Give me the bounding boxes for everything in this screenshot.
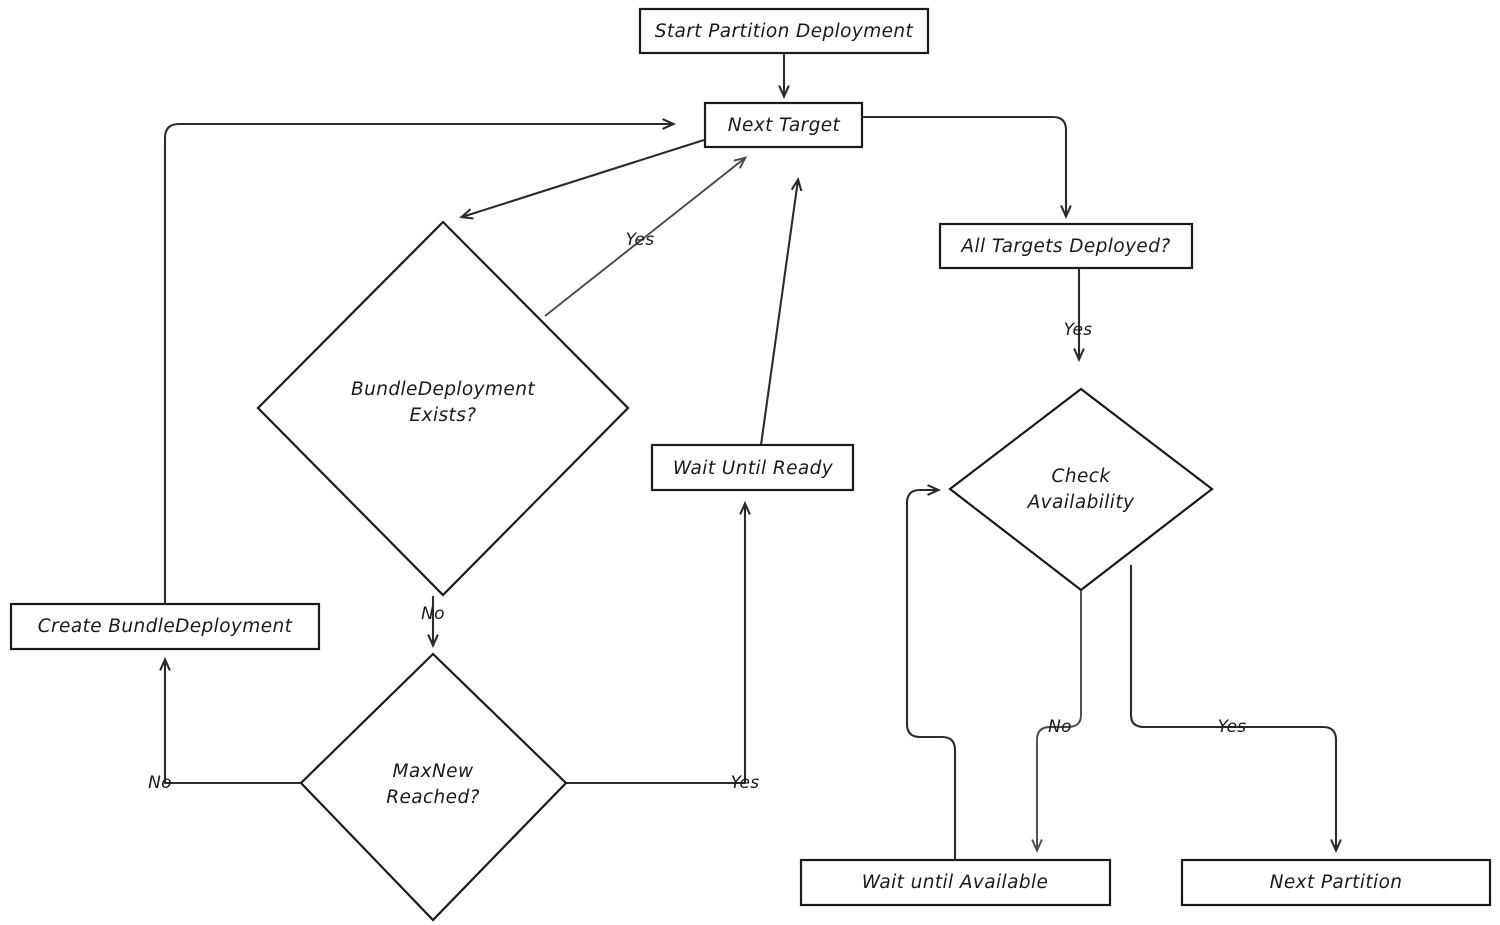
- node-label-line1: MaxNew: [393, 761, 474, 782]
- node-shape-box: [938, 222, 1194, 270]
- node-label-line1: Check: [1052, 466, 1112, 487]
- node-check-availability[interactable]: Check Availability: [948, 387, 1214, 592]
- edge-label-yes-bundledeployment: Yes: [626, 230, 655, 250]
- edge-create-bundledeployment-to-next-target: [163, 124, 673, 604]
- edge-wait-until-available-to-check-availability: [905, 490, 957, 860]
- edge-check-availability-no-to-wait-until-available: No: [1037, 590, 1082, 850]
- edge-bundledeployment-exists-yes-to-next-target: Yes: [544, 158, 745, 317]
- edge-line: [863, 115, 1066, 216]
- node-label: Next Target: [728, 115, 841, 136]
- edge-line: [163, 124, 673, 604]
- edge-label-no-maxnew: No: [148, 773, 172, 793]
- node-shape-box: [9, 602, 321, 651]
- node-bundledeployment-exists[interactable]: BundleDeployment Exists?: [256, 220, 630, 597]
- node-label-line2: Reached?: [386, 787, 480, 808]
- node-label: Start Partition Deployment: [655, 21, 914, 42]
- edge-label-yes-maxnew: Yes: [731, 773, 760, 793]
- edge-line: [1129, 565, 1336, 850]
- edge-check-availability-yes-to-next-partition: Yes: [1129, 565, 1336, 850]
- node-label-line2: Availability: [1027, 492, 1135, 513]
- edge-label-yes-all-targets: Yes: [1064, 320, 1093, 340]
- edge-line: [566, 504, 745, 785]
- node-next-target[interactable]: Next Target: [703, 101, 864, 149]
- node-shape-box: [1180, 858, 1492, 907]
- edge-maxnew-yes-to-wait-until-ready: Yes: [566, 504, 759, 793]
- node-label: Wait until Available: [862, 872, 1049, 893]
- node-start-partition-deployment[interactable]: Start Partition Deployment: [638, 7, 930, 55]
- edge-line: [165, 660, 301, 785]
- node-shape-box: [799, 858, 1112, 907]
- edge-wait-until-ready-to-next-target: [759, 180, 798, 446]
- node-label: Wait Until Ready: [673, 458, 834, 479]
- edge-label-no-check-availability: No: [1048, 717, 1072, 737]
- node-create-bundledeployment[interactable]: Create BundleDeployment: [9, 602, 321, 651]
- edge-all-targets-yes-to-check-availability: Yes: [1064, 269, 1093, 359]
- node-shape-box: [638, 7, 930, 55]
- node-next-partition[interactable]: Next Partition: [1180, 858, 1492, 907]
- edge-label-no-bundledeployment: No: [421, 604, 445, 624]
- node-shape-diamond: [256, 220, 630, 597]
- edge-next-target-to-all-targets: [863, 115, 1066, 216]
- node-label: Create BundleDeployment: [38, 616, 293, 637]
- node-shape-box: [703, 101, 864, 149]
- node-wait-until-available[interactable]: Wait until Available: [799, 858, 1112, 907]
- edge-label-yes-check-availability: Yes: [1218, 717, 1247, 737]
- node-maxnew-reached[interactable]: MaxNew Reached?: [299, 652, 568, 922]
- edge-maxnew-no-to-create-bundledeployment: No: [148, 660, 301, 793]
- node-shape-diamond: [299, 652, 568, 922]
- node-all-targets-deployed[interactable]: All Targets Deployed?: [938, 222, 1194, 270]
- edge-line: [1037, 590, 1082, 850]
- node-label-line1: BundleDeployment: [351, 379, 535, 400]
- node-label: Next Partition: [1270, 872, 1403, 893]
- edge-line: [759, 180, 798, 446]
- node-shape-diamond: [948, 387, 1214, 592]
- edge-line: [905, 490, 957, 860]
- edge-next-target-to-bundledeployment-exists: [462, 138, 705, 217]
- edge-line: [462, 138, 705, 217]
- edge-line: [544, 158, 745, 317]
- node-label: All Targets Deployed?: [960, 236, 1170, 257]
- edge-bundledeployment-exists-no-to-maxnew: No: [421, 596, 445, 645]
- node-shape-box: [650, 443, 855, 492]
- node-wait-until-ready[interactable]: Wait Until Ready: [650, 443, 855, 492]
- node-label-line2: Exists?: [410, 405, 477, 426]
